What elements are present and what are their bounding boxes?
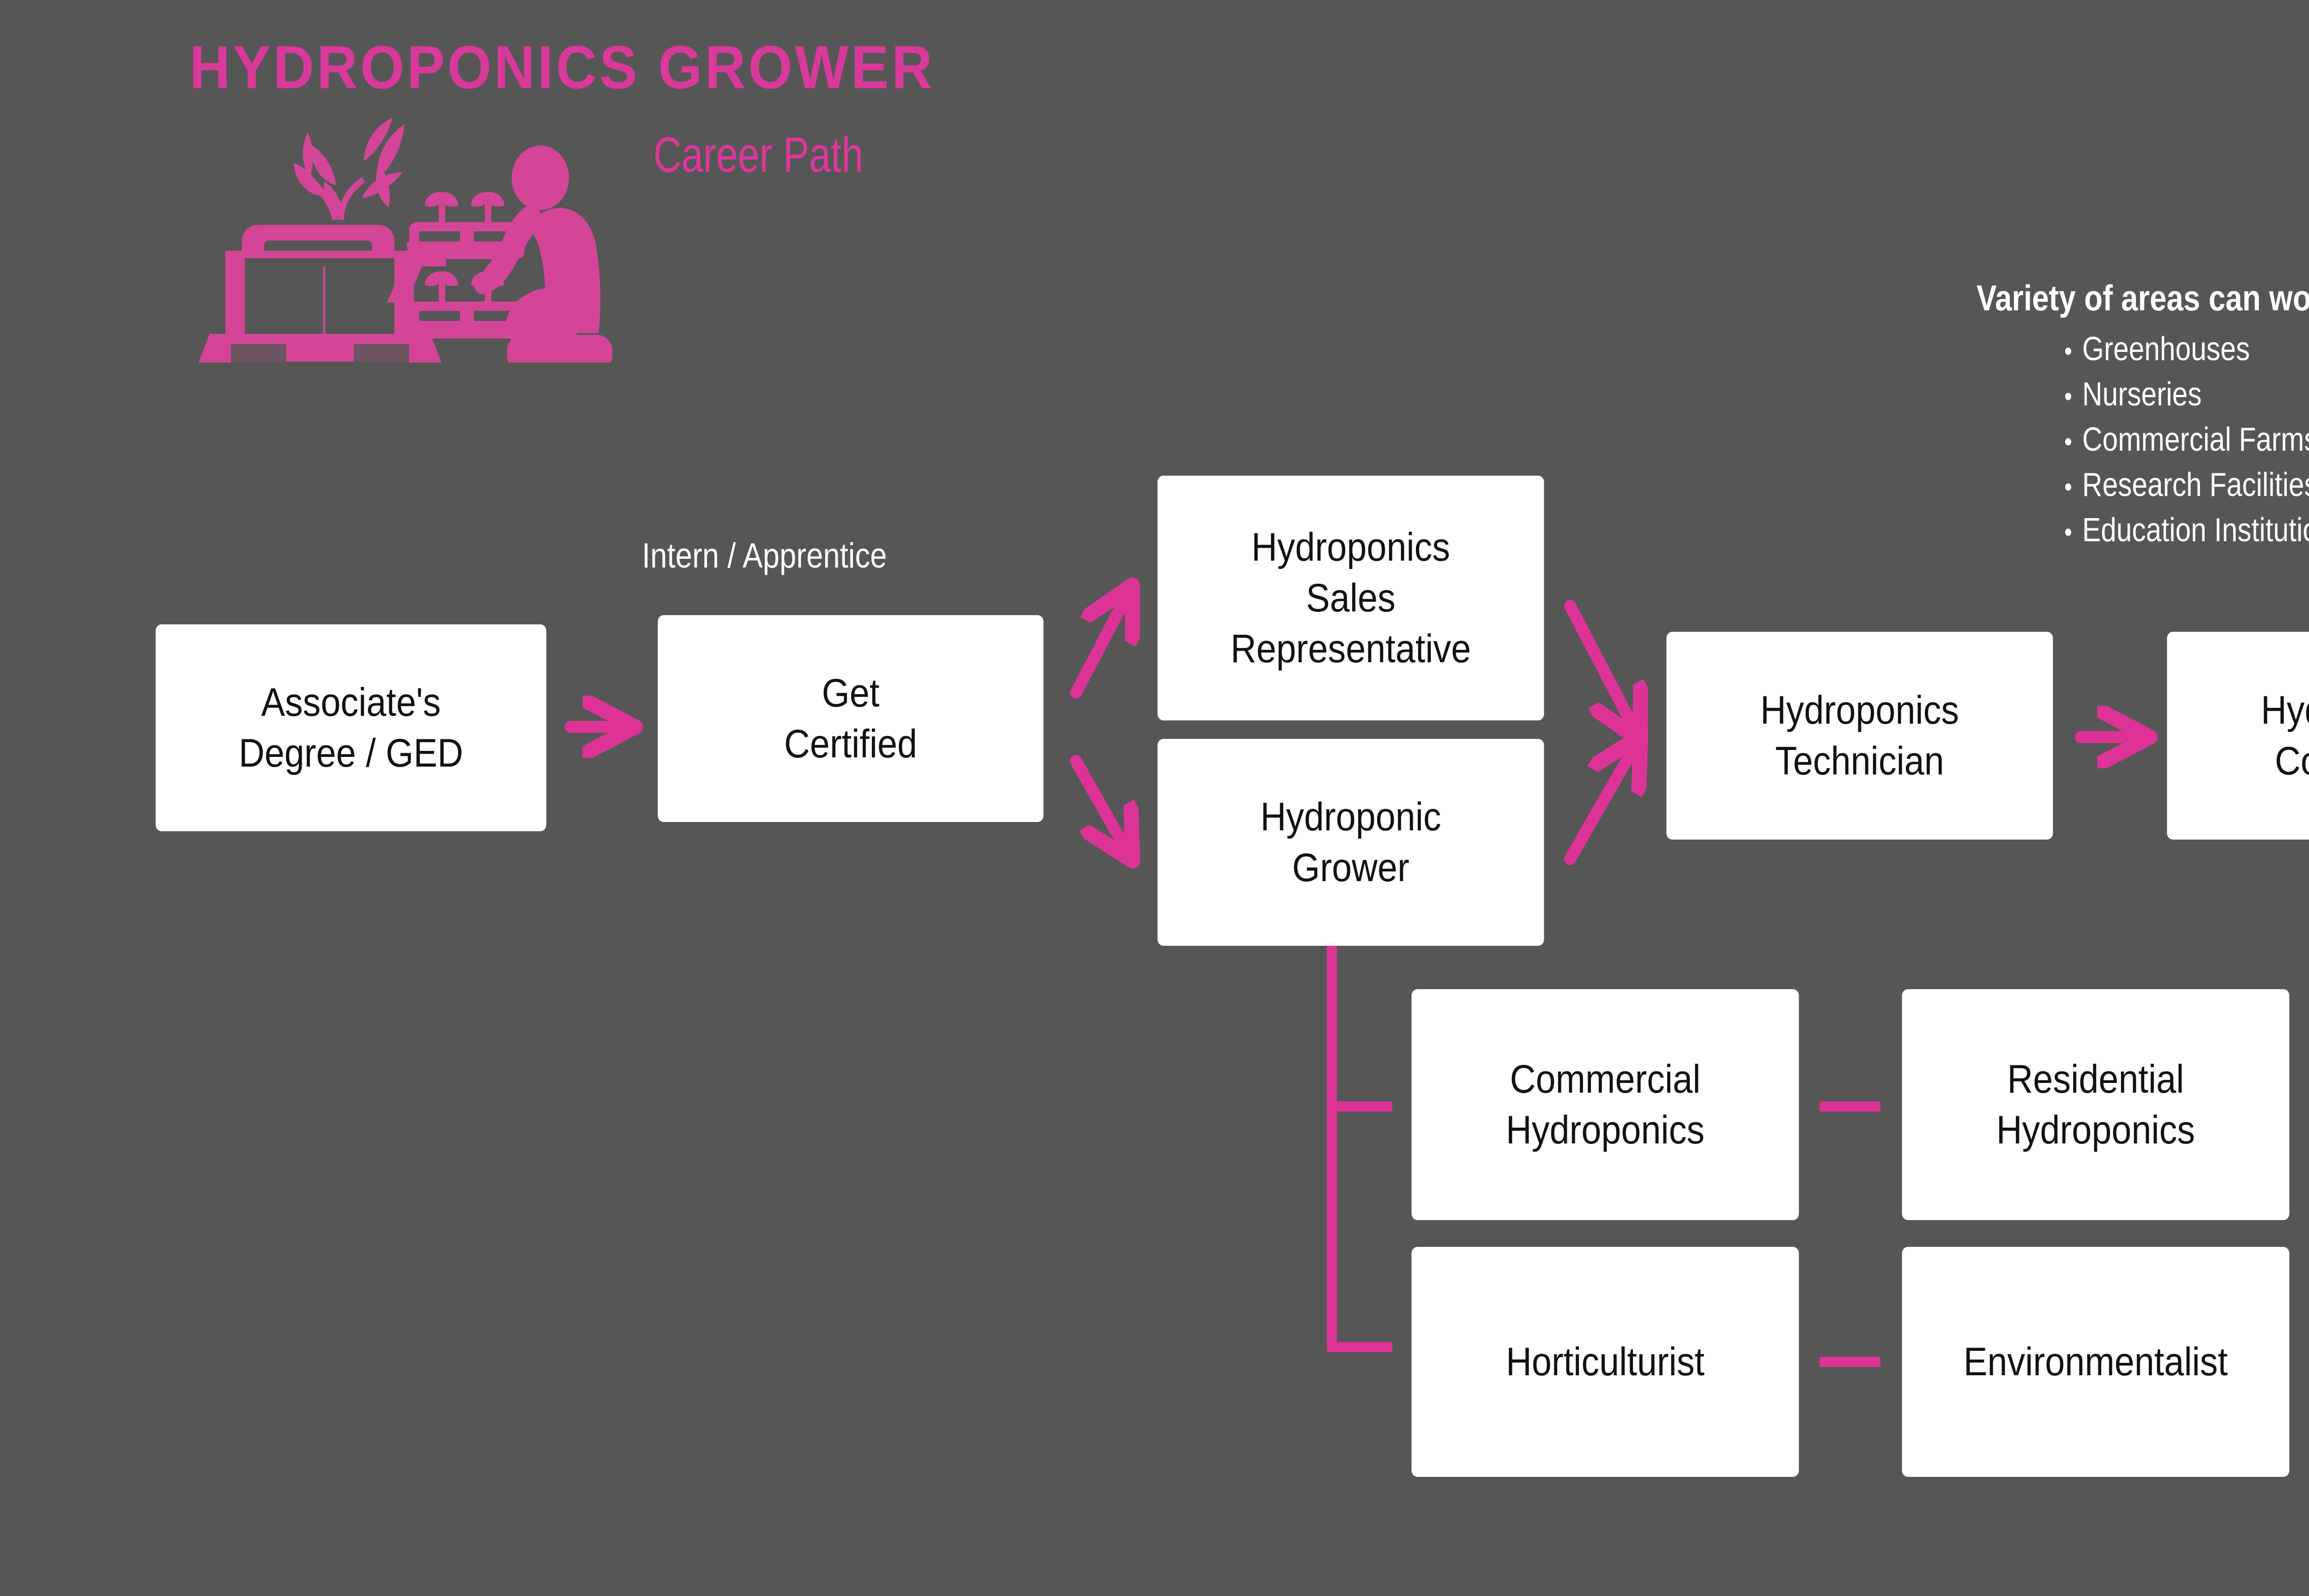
connector-grower-trunk: [1327, 941, 1337, 1352]
hydroponics-grower-illustration: [199, 118, 612, 363]
bullet-icon: •: [2064, 336, 2073, 366]
node-environmentalist[interactable]: Environmentalist: [1902, 1247, 2290, 1477]
list-item: • Commercial Farms: [2064, 421, 2309, 459]
page-title: HYDROPONICS GROWER: [189, 33, 935, 101]
arrow-sales-rep-to-technician: [1564, 600, 1635, 730]
connector-branch-row3: [1327, 1342, 1392, 1352]
areas-list-block: Variety of areas can work at: • Greenhou…: [1977, 277, 2309, 556]
edge-label-intern-apprentice: Intern / Apprentice: [642, 536, 887, 575]
area-label: Commercial Farms: [2082, 421, 2309, 458]
bullet-icon: •: [2064, 427, 2073, 457]
node-label: Environmentalist: [1963, 1339, 2228, 1384]
list-item: • Nurseries: [2064, 375, 2309, 413]
arrow-certified-to-sales-rep: [1070, 596, 1127, 699]
list-item: • Education Institution: [2064, 511, 2309, 549]
arrow-certified-to-grower: [1070, 755, 1127, 851]
areas-heading: Variety of areas can work at:: [1977, 278, 2309, 318]
page-subtitle: Career Path: [653, 127, 864, 182]
connector-branch-row2: [1327, 1101, 1392, 1112]
node-label: HydroponicsConsultant: [2261, 688, 2309, 783]
area-label: Greenhouses: [2082, 331, 2250, 368]
node-label: Horticulturist: [1505, 1339, 1705, 1384]
connector-commercial-residential: [1819, 1101, 1880, 1112]
connector-horticulturist-environmentalist: [1819, 1357, 1880, 1367]
arrow-grower-to-technician: [1564, 746, 1635, 865]
node-hydroponics-consultant[interactable]: HydroponicsConsultant: [2167, 632, 2309, 840]
bullet-icon: •: [2064, 472, 2073, 502]
area-label: Education Institution: [2082, 512, 2309, 549]
area-label: Nurseries: [2082, 376, 2202, 413]
list-item: • Research Facilities: [2064, 466, 2309, 504]
node-horticulturist[interactable]: Horticulturist: [1411, 1247, 1799, 1477]
list-item: • Greenhouses: [2064, 330, 2309, 368]
area-label: Research Facilities: [2082, 466, 2309, 503]
bullet-icon: •: [2064, 517, 2073, 547]
bullet-icon: •: [2064, 381, 2073, 411]
